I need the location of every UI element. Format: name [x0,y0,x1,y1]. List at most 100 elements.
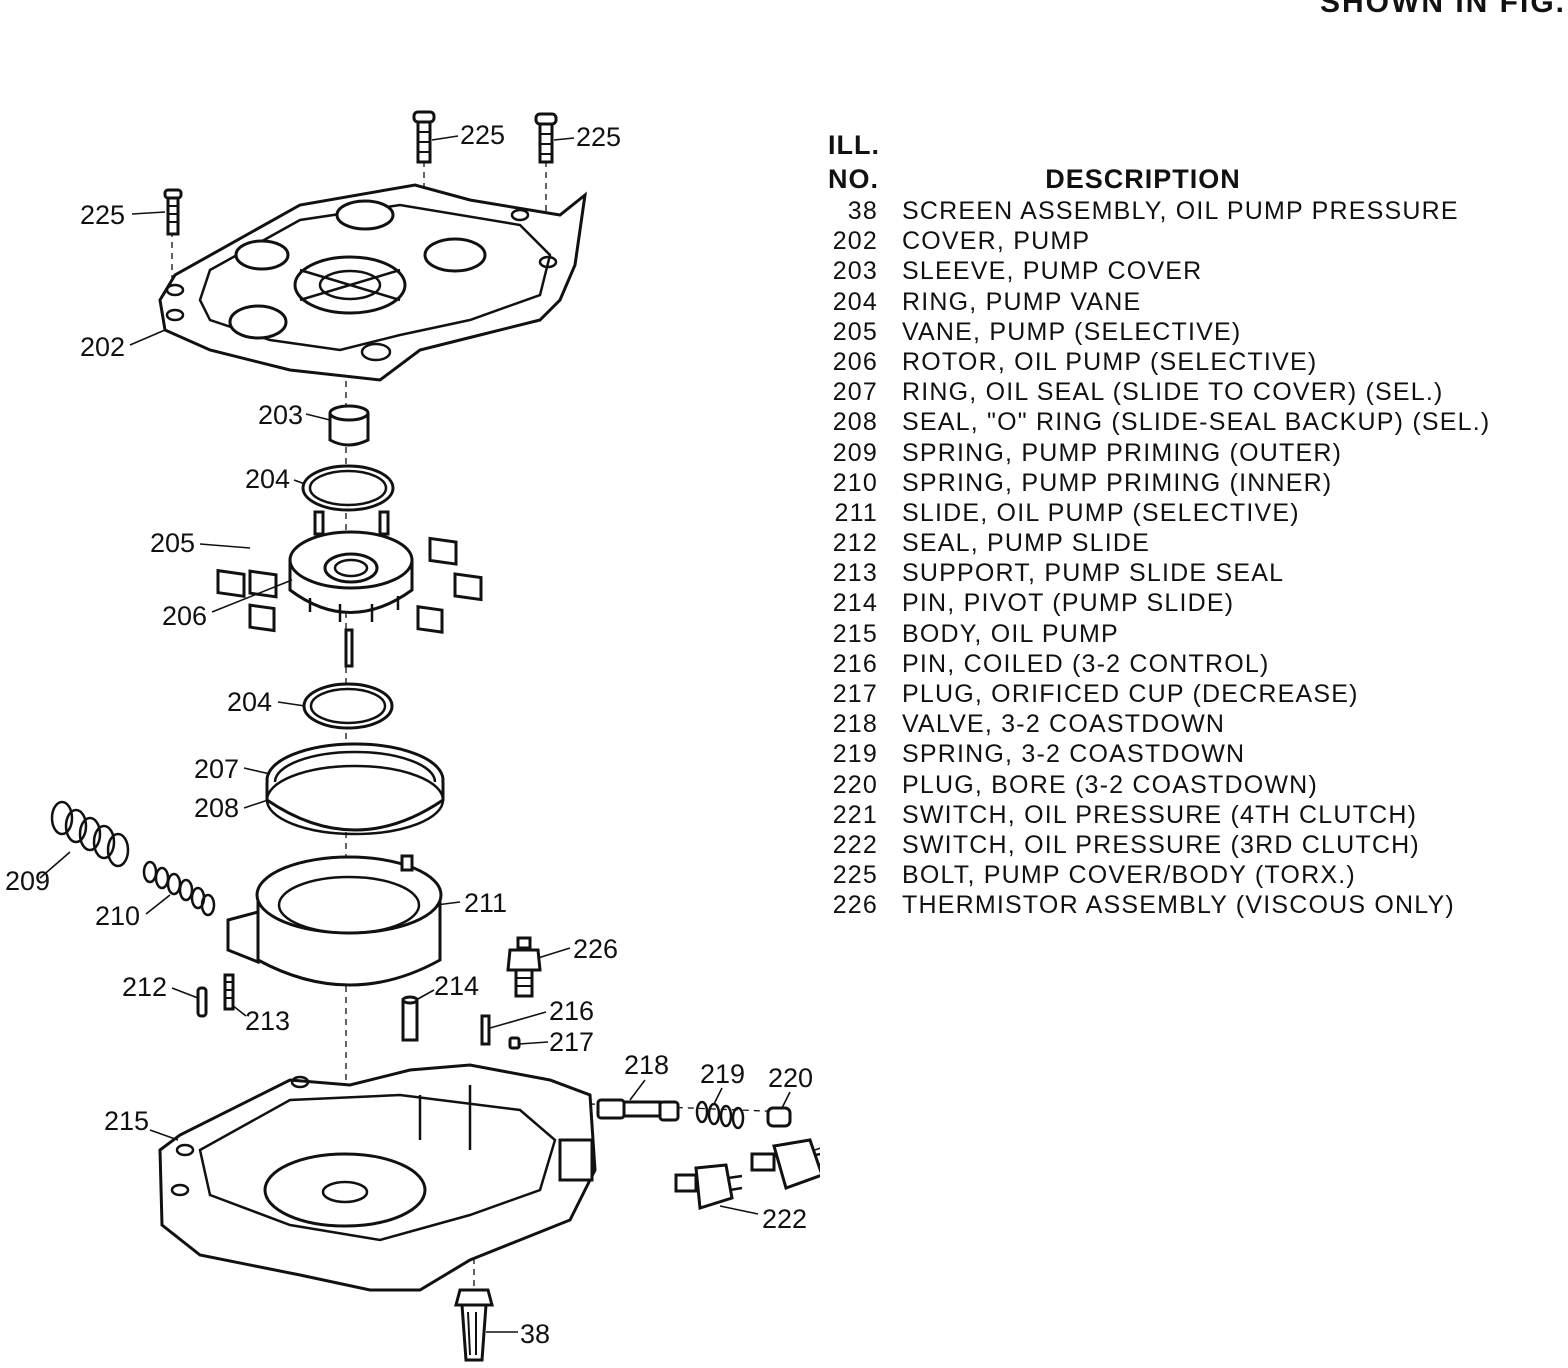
callout-211: 211 [464,888,507,918]
description-cell: RING, OIL SEAL (SLIDE TO COVER) (SEL.) [902,378,1444,407]
coiled-pin-216 [480,1014,491,1046]
description-cell: THERMISTOR ASSEMBLY (VISCOUS ONLY) [902,891,1455,920]
ill-no-cell: 225 [832,861,878,890]
oil-pump-slide-211 [226,854,443,987]
leader-216 [489,1011,547,1029]
header-fragment: SHOWN IN FIG. [1320,0,1566,19]
leader-218 [629,1079,646,1101]
ill-no-cell: 207 [832,378,878,407]
o-ring-seal-208 [265,764,445,836]
leader-207 [243,767,271,775]
ill-no-cell: 215 [832,619,878,648]
leader-209 [39,851,71,879]
ill-no-cell: 218 [832,710,878,739]
callout-202: 202 [80,332,125,362]
description-cell: BOLT, PUMP COVER/BODY (TORX.) [902,861,1356,890]
description-cell: PLUG, ORIFICED CUP (DECREASE) [902,680,1359,708]
oil-pressure-switch-221 [750,1138,820,1190]
bolt-225-right [534,112,558,164]
description-cell: BODY, OIL PUMP [902,619,1119,648]
callout-217: 217 [549,1027,594,1057]
description-cell: COVER, PUMP [902,227,1091,256]
table-row: 225 BOLT, PUMP COVER/BODY (TORX.) [828,860,1548,890]
leader-206 [211,579,293,613]
leader-215 [149,1129,179,1141]
description-cell: SWITCH, OIL PRESSURE (4TH CLUTCH) [902,800,1418,829]
callout-203: 203 [258,400,303,430]
leader-225-left [131,211,166,215]
ill-no-cell: 217 [832,680,878,708]
table-row: 38 SCREEN ASSEMBLY, OIL PUMP PRESSURE [828,196,1548,226]
ill-no-cell: 220 [832,770,878,799]
column-header-ill-no: ILL. NO. [828,128,898,196]
callout-207: 207 [194,754,239,784]
callout-225-right: 225 [576,122,621,152]
callout-225-left: 225 [80,200,125,230]
leader-208 [243,799,269,809]
pivot-pin-214 [401,995,419,1042]
priming-spring-outer-209 [50,800,130,868]
vane-ring-204-bottom [302,682,394,730]
bore-plug-220 [766,1106,792,1128]
callout-38: 38 [520,1319,550,1349]
description-cell: SLIDE, OIL PUMP (SELECTIVE) [902,498,1300,527]
leader-225-right [553,137,575,141]
table-row: 218 VALVE, 3-2 COASTDOWN [828,709,1548,739]
leader-212 [171,987,199,999]
leader-225-middle [431,135,459,141]
table-row: 220 PLUG, BORE (3-2 COASTDOWN) [828,770,1548,800]
coastdown-spring-219 [695,1100,745,1130]
callout-225-middle: 225 [460,120,505,150]
description-cell: PLUG, BORE (3-2 COASTDOWN) [902,770,1318,799]
callout-220: 220 [768,1063,813,1093]
ill-no-cell: 205 [832,317,878,346]
callout-212: 212 [122,972,167,1002]
callout-222: 222 [762,1204,807,1234]
callout-219: 219 [700,1059,745,1089]
table-row: 217 PLUG, ORIFICED CUP (DECREASE) [828,679,1548,709]
ill-no-cell: 206 [832,347,878,376]
description-cell: PIN, PIVOT (PUMP SLIDE) [902,589,1235,618]
leader-219 [713,1087,723,1105]
callout-208: 208 [194,793,239,823]
ill-no-cell: 38 [847,197,878,225]
description-cell: SEAL, "O" RING (SLIDE-SEAL BACKUP) (SEL.… [902,408,1491,437]
description-cell: SPRING, 3-2 COASTDOWN [902,740,1246,769]
oil-pump-body-215 [158,1063,597,1292]
priming-spring-inner-210 [142,860,216,917]
column-header-ill: ILL. [828,130,880,160]
parts-list-table: ILL. NO. DESCRIPTION 38 SCREEN ASSEMBLY, … [828,128,1548,921]
description-cell: SPRING, PUMP PRIMING (OUTER) [902,438,1343,467]
description-cell: SUPPORT, PUMP SLIDE SEAL [902,559,1285,588]
thermistor-assembly-226 [506,936,542,998]
bolt-225-left [163,188,183,236]
oil-pump-screen-38 [454,1288,494,1362]
callout-214: 214 [434,971,479,1001]
callout-204-bottom: 204 [227,687,272,717]
column-header-description: DESCRIPTION [1045,164,1241,194]
description-cell: VALVE, 3-2 COASTDOWN [902,710,1226,739]
slide-seal-support-213 [223,973,235,1011]
pump-cover-202 [158,183,588,382]
callout-218: 218 [624,1050,669,1080]
leader-205 [199,543,251,549]
leader-221 [814,1147,820,1151]
ill-no-cell: 216 [832,649,878,678]
ill-no-cell: 203 [832,257,878,286]
description-cell: SEAL, PUMP SLIDE [902,529,1150,558]
description-cell: SWITCH, OIL PRESSURE (3RD CLUTCH) [902,830,1420,859]
description-cell: SCREEN ASSEMBLY, OIL PUMP PRESSURE [902,197,1459,225]
